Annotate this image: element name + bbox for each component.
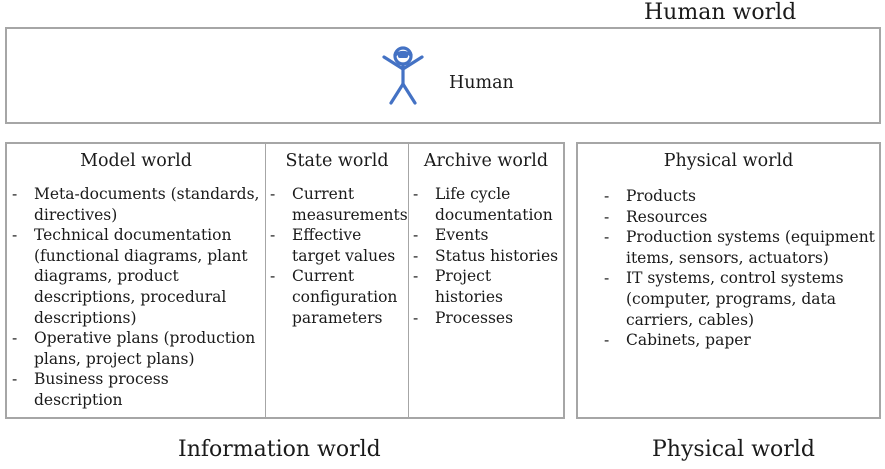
list-item: Production systems (equipment items, sen…: [603, 227, 875, 268]
human-world-box: Human: [5, 27, 881, 124]
list-item: Effective target values: [269, 225, 407, 266]
model-world-column: Model world Meta-documents (standards, d…: [7, 144, 265, 411]
column-divider: [265, 144, 266, 417]
list-item: Resources: [603, 207, 875, 228]
physical-world-box-title: Physical world: [663, 151, 794, 171]
list-item: Technical documentation (functional diag…: [11, 225, 261, 328]
physical-world-box: Physical world Products Resources Produc…: [576, 142, 881, 419]
list-item: Current measurements: [269, 184, 408, 225]
human-world-title: Human world: [644, 0, 797, 25]
list-item: Project histories: [412, 266, 562, 307]
list-item: Operative plans (production plans, proje…: [11, 328, 261, 369]
physical-world-list: Products Resources Production systems (e…: [603, 186, 875, 351]
state-world-list: Current measurements Effective target va…: [269, 184, 408, 328]
archive-world-column: Archive world Life cycle documentation E…: [409, 144, 563, 328]
list-item: Meta-documents (standards, directives): [11, 184, 261, 225]
model-world-title: Model world: [80, 151, 192, 171]
physical-world-title: Physical world: [652, 437, 815, 462]
information-world-title: Information world: [178, 437, 381, 462]
archive-world-title: Archive world: [423, 151, 549, 171]
column-divider: [408, 144, 409, 417]
state-world-title: State world: [285, 151, 389, 171]
list-item: Business process description: [11, 369, 261, 410]
archive-world-list: Life cycle documentation Events Status h…: [412, 184, 562, 328]
list-item: IT systems, control systems (computer, p…: [603, 268, 875, 330]
list-item: Life cycle documentation: [412, 184, 562, 225]
state-world-column: State world Current measurements Effecti…: [266, 144, 408, 328]
list-item: Cabinets, paper: [603, 330, 875, 351]
list-item: Current configuration parameters: [269, 266, 407, 328]
human-label: Human: [449, 73, 514, 93]
information-world-box: Model world Meta-documents (standards, d…: [5, 142, 565, 419]
list-item: Products: [603, 186, 875, 207]
list-item: Events: [412, 225, 562, 246]
list-item: Status histories: [412, 246, 562, 267]
list-item: Processes: [412, 308, 562, 329]
model-world-list: Meta-documents (standards, directives) T…: [11, 184, 261, 411]
human-figure-icon: [382, 46, 424, 105]
